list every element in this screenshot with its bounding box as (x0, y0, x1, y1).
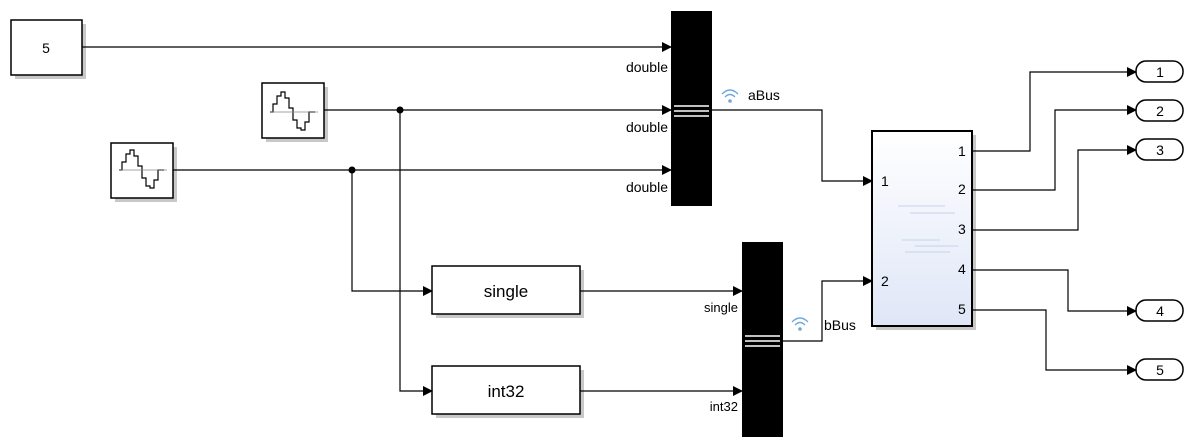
outport-1-label: 1 (1156, 64, 1164, 80)
outport-2-label: 2 (1156, 103, 1164, 119)
signal-type-label: double (626, 59, 668, 75)
wire-out-1 (972, 67, 1137, 152)
constant-value: 5 (42, 40, 50, 56)
selector-out-port-1: 1 (958, 143, 966, 159)
wire-out-4 (972, 269, 1137, 316)
wire-out-3 (972, 145, 1137, 231)
branch-point (396, 106, 404, 114)
branch-point (348, 166, 356, 174)
bus-name-label: aBus (748, 87, 780, 103)
signal-logging-icon (721, 89, 739, 103)
convert-int32-block[interactable]: int32 (431, 365, 584, 418)
outport-4-label: 4 (1156, 303, 1164, 319)
signal-type-label: single (704, 300, 738, 315)
bus-name-label: bBus (824, 317, 856, 333)
signal-type-label: double (626, 179, 668, 195)
bus-creator-b[interactable] (742, 242, 783, 437)
selector-in-port-2: 2 (881, 273, 889, 289)
convert-int32-label: int32 (488, 382, 525, 401)
outport-1[interactable]: 1 (1135, 60, 1184, 83)
signal-logging-icon (791, 317, 809, 331)
signal-lines (82, 42, 1137, 396)
wire-branch-single (351, 170, 433, 296)
wire-abus (712, 109, 873, 186)
signal-type-label: int32 (710, 399, 738, 414)
selector-out-port-5: 5 (958, 301, 966, 317)
outport-5[interactable]: 5 (1135, 358, 1184, 381)
wire-bbus (783, 276, 873, 342)
sine-wave-icon (270, 91, 315, 131)
selector-out-port-2: 2 (958, 181, 966, 197)
constant-block[interactable]: 5 (10, 19, 86, 79)
bus-selector-block[interactable]: 1 2 1 2 3 4 5 (871, 130, 976, 330)
wire-out-5 (972, 309, 1137, 375)
outport-3[interactable]: 3 (1135, 138, 1184, 161)
convert-single-label: single (484, 282, 528, 301)
selector-in-port-1: 1 (881, 173, 889, 189)
convert-single-block[interactable]: single (431, 265, 584, 318)
outport-2[interactable]: 2 (1135, 99, 1184, 122)
wire-branch-int32 (399, 110, 433, 396)
outport-5-label: 5 (1156, 362, 1164, 378)
signal-type-label: double (626, 119, 668, 135)
selector-out-port-3: 3 (958, 221, 966, 237)
bus-creator-a[interactable] (671, 11, 712, 206)
outport-4[interactable]: 4 (1135, 299, 1184, 322)
wire-out-2 (972, 105, 1137, 191)
selector-out-port-4: 4 (958, 261, 966, 277)
sine-wave-block-2[interactable] (110, 142, 177, 202)
outport-3-label: 3 (1156, 142, 1164, 158)
sine-wave-block-1[interactable] (261, 82, 328, 142)
sine-wave-icon (119, 149, 164, 189)
